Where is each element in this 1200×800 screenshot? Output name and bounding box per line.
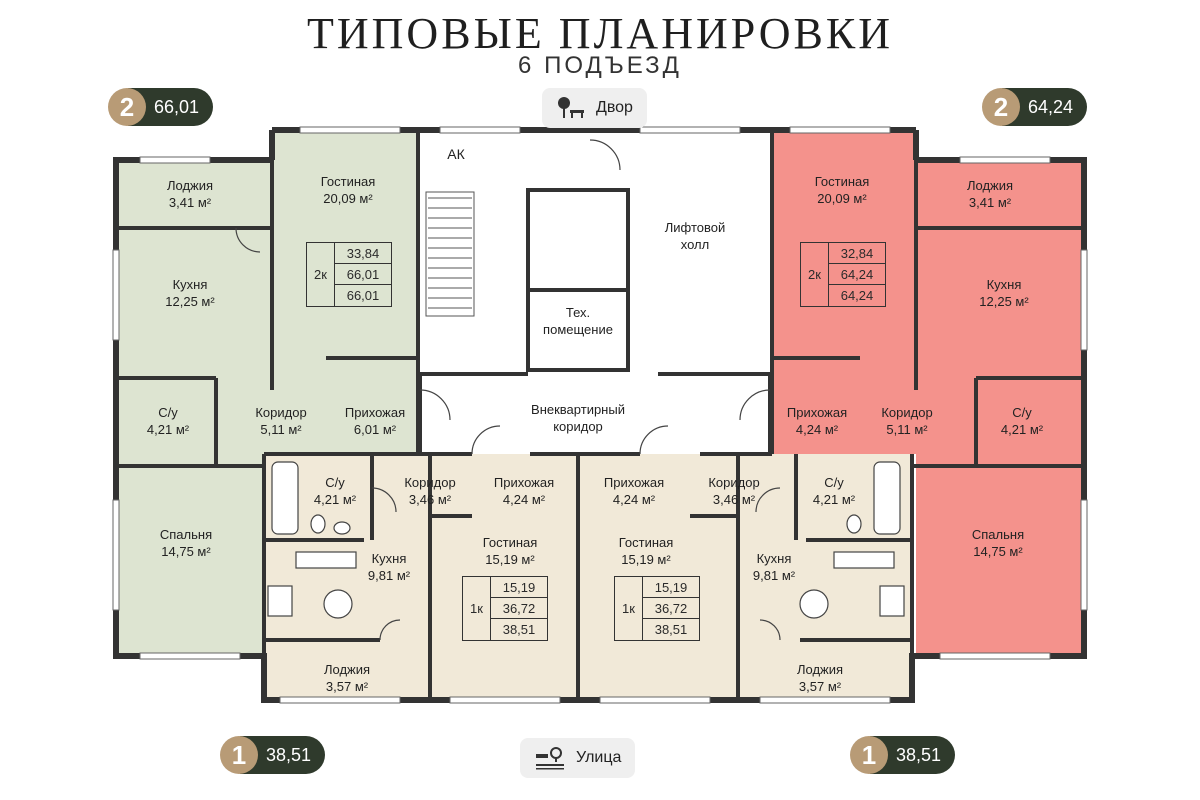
area-cell: 64,24 xyxy=(829,264,885,285)
area-cell: 66,01 xyxy=(346,288,380,303)
rooms-cell: 1к xyxy=(463,577,491,640)
rooms-count-badge: 2 xyxy=(982,88,1020,126)
area-cell: 15,19 xyxy=(491,577,547,598)
area-cell: 64,24 xyxy=(840,288,874,303)
area-cell: 38,51 xyxy=(654,622,688,637)
badge-bottom-left: 1 38,51 xyxy=(220,736,326,774)
tech-room-label: Тех.помещение xyxy=(543,305,613,337)
area-cell: 36,72 xyxy=(643,598,699,619)
interior-walls xyxy=(116,130,1084,700)
apt-left-2k-fill xyxy=(116,160,272,656)
area-table: 1к 15,19 36,72 38,51 xyxy=(462,576,548,641)
tree-bench-icon xyxy=(558,97,584,118)
kitchen-fixtures xyxy=(267,551,905,619)
room-fills xyxy=(116,130,1084,700)
apt-right-2k-fill-living xyxy=(772,130,916,454)
apartment-area-badge: 64,24 xyxy=(1002,88,1088,126)
area-table: 2к 32,84 64,24 64,24 xyxy=(800,242,886,307)
rooms-count-badge: 1 xyxy=(220,736,258,774)
street-entrance-label: Улица xyxy=(520,738,636,778)
bath-fixtures xyxy=(271,461,901,535)
area-table: 1к 15,19 36,72 38,51 xyxy=(614,576,700,641)
area-cell: 32,84 xyxy=(829,243,885,264)
badge-top-left: 2 66,01 xyxy=(108,88,214,126)
rooms-cell: 2к xyxy=(307,243,335,306)
road-icon xyxy=(536,747,564,770)
ak-label: АК xyxy=(447,146,465,162)
area-table: 2к 33,84 66,01 66,01 xyxy=(306,242,392,307)
street-label: Улица xyxy=(576,749,622,766)
rooms-cell: 2к xyxy=(801,243,829,306)
page-title: ТИПОВЫЕ ПЛАНИРОВКИ xyxy=(307,9,893,58)
badge-bottom-right: 1 38,51 xyxy=(850,736,956,774)
area-cell: 66,01 xyxy=(335,264,391,285)
area-cell: 15,19 xyxy=(643,577,699,598)
windows xyxy=(112,126,1088,704)
yard-entrance-label: Двор xyxy=(542,88,647,128)
badge-top-right: 2 64,24 xyxy=(982,88,1088,126)
stairs xyxy=(425,191,475,317)
apt-right-2k-fill xyxy=(916,160,1084,656)
doors xyxy=(235,139,781,641)
page-subtitle: 6 ПОДЪЕЗД xyxy=(518,52,682,79)
area-cell: 36,72 xyxy=(491,598,547,619)
rooms-count-badge: 2 xyxy=(108,88,146,126)
apt-left-2k-fill-living xyxy=(272,130,418,454)
rooms-count-badge: 1 xyxy=(850,736,888,774)
yard-label: Двор xyxy=(596,99,633,116)
area-cell: 38,51 xyxy=(502,622,536,637)
apt-right-1k-fill xyxy=(578,454,912,700)
area-cell: 33,84 xyxy=(335,243,391,264)
apt-left-1k-fill xyxy=(264,454,578,700)
rooms-cell: 1к xyxy=(615,577,643,640)
